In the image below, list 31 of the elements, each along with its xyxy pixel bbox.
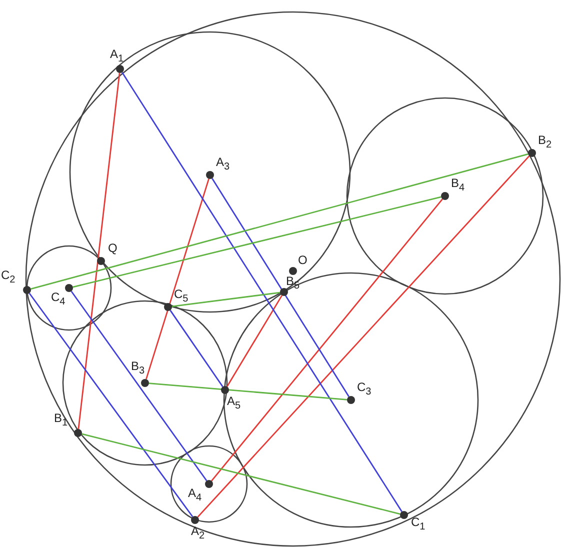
line-segment (78, 72, 120, 430)
point-label: A$_{3}$ (216, 155, 230, 174)
line-segment (148, 382, 348, 400)
line-segment (30, 153, 528, 290)
line-segment (72, 196, 442, 288)
line-segment (212, 178, 350, 397)
line-segment (122, 72, 402, 512)
line-segment (211, 198, 443, 482)
point-label: B$_{3}$ (131, 359, 145, 378)
point-label: B$_{1}$ (54, 411, 68, 430)
line-segment (28, 292, 194, 518)
point-label: C$_{2}$ (1, 268, 16, 288)
line-segment (226, 295, 283, 387)
point-label: O (298, 253, 308, 267)
point-label: A$_{1}$ (110, 47, 124, 66)
line-segment (70, 290, 208, 482)
point-label: A$_{4}$ (188, 486, 202, 506)
line-segment (82, 433, 400, 515)
point-label: C$_{1}$ (411, 515, 426, 534)
point-label: A$_{2}$ (191, 524, 205, 544)
line-segment (146, 178, 210, 380)
line-segment (170, 310, 224, 388)
line-segment (197, 155, 530, 518)
point-label: A$_{5}$ (227, 394, 241, 414)
line-segment (172, 292, 280, 308)
point-label: C$_{4}$ (51, 290, 66, 310)
point-label: C$_{5}$ (174, 287, 188, 306)
point-label: C$_{3}$ (357, 380, 372, 400)
point-label: B$_{4}$ (451, 176, 465, 196)
point-label: Q (108, 241, 118, 255)
point-label: B$_{2}$ (538, 133, 552, 152)
